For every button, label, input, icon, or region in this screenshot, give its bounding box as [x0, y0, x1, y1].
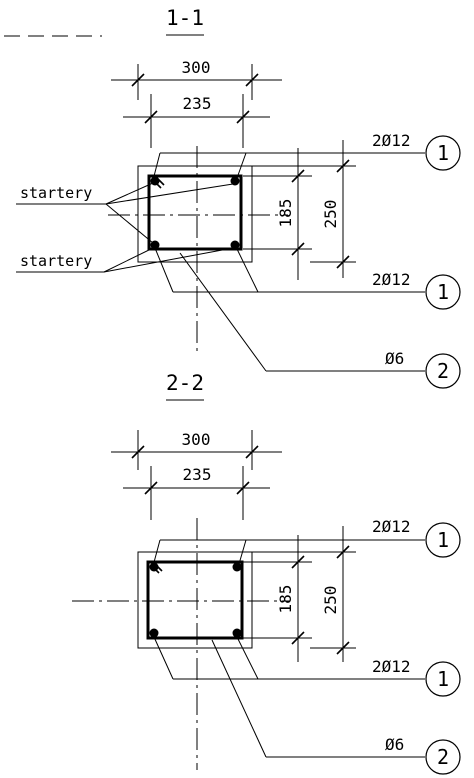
stirrup	[146, 560, 244, 640]
dimension-width-inner: 235	[123, 94, 270, 148]
callout-label: 2Ø12	[372, 657, 411, 676]
dimension-label: 250	[321, 200, 340, 229]
callout-label: 2Ø12	[372, 131, 411, 150]
callout-bottom-bars: 2Ø12 1	[153, 636, 461, 697]
dimension-label: 235	[183, 94, 212, 113]
callout-label: 2Ø12	[372, 517, 411, 536]
item-marker-number: 1	[437, 280, 449, 304]
rebar-top-right	[232, 562, 242, 572]
section-title: 2-2	[166, 371, 204, 395]
callout-label: Ø6	[385, 349, 404, 368]
callout-stirrup: Ø6 2	[211, 639, 461, 775]
dimension-width-outer: 300	[111, 58, 282, 100]
rebar-bottom-right	[230, 240, 240, 250]
dimension-label: 250	[321, 586, 340, 615]
item-marker-number: 2	[437, 745, 449, 769]
callout-bottom-bars: 2Ø12 1	[154, 247, 461, 310]
starter-label: startery	[20, 252, 92, 270]
item-marker	[425, 353, 461, 389]
concrete-section-outline	[137, 165, 253, 263]
callout-top-bars: 2Ø12 1	[152, 517, 461, 567]
dimension-label: 235	[183, 465, 212, 484]
rebar-top-right	[230, 176, 240, 186]
rebar-bottom-left	[149, 628, 159, 638]
dimension-height-outer: 250	[252, 140, 356, 278]
starter-label-upper: startery	[16, 182, 234, 244]
item-marker-number: 1	[437, 667, 449, 691]
rebar-top-left	[149, 562, 159, 572]
section-title: 1-1	[166, 6, 204, 30]
item-marker	[425, 135, 461, 171]
dimension-width-inner: 235	[123, 465, 270, 520]
starter-label: startery	[20, 184, 92, 202]
dimension-width-outer: 300	[111, 430, 282, 470]
dimension-label: 185	[276, 585, 295, 614]
callout-stirrup: Ø6 2	[179, 252, 461, 389]
dimension-height-inner: 185	[242, 535, 312, 662]
item-marker	[425, 522, 461, 558]
item-marker-number: 2	[437, 359, 449, 383]
dimension-label: 300	[182, 430, 211, 449]
starter-label-lower: startery	[16, 247, 234, 273]
concrete-section-outline	[137, 551, 253, 649]
section-2-2: 2-2 300 235	[72, 371, 461, 775]
item-marker	[425, 739, 461, 775]
callout-label: 2Ø12	[372, 270, 411, 289]
dimension-label: 300	[182, 58, 211, 77]
rebar-top-left	[150, 176, 160, 186]
item-marker-number: 1	[437, 528, 449, 552]
dimension-height-inner: 185	[243, 148, 312, 280]
stirrup	[147, 174, 243, 251]
callout-label: Ø6	[385, 735, 404, 754]
dimension-height-outer: 250	[252, 526, 356, 662]
rebar-bottom-right	[232, 628, 242, 638]
callout-top-bars: 2Ø12 1	[152, 131, 461, 181]
dimension-label: 185	[276, 199, 295, 228]
section-1-1: 1-1 300 235	[16, 6, 461, 389]
item-marker	[425, 661, 461, 697]
item-marker-number: 1	[437, 141, 449, 165]
item-marker	[425, 274, 461, 310]
